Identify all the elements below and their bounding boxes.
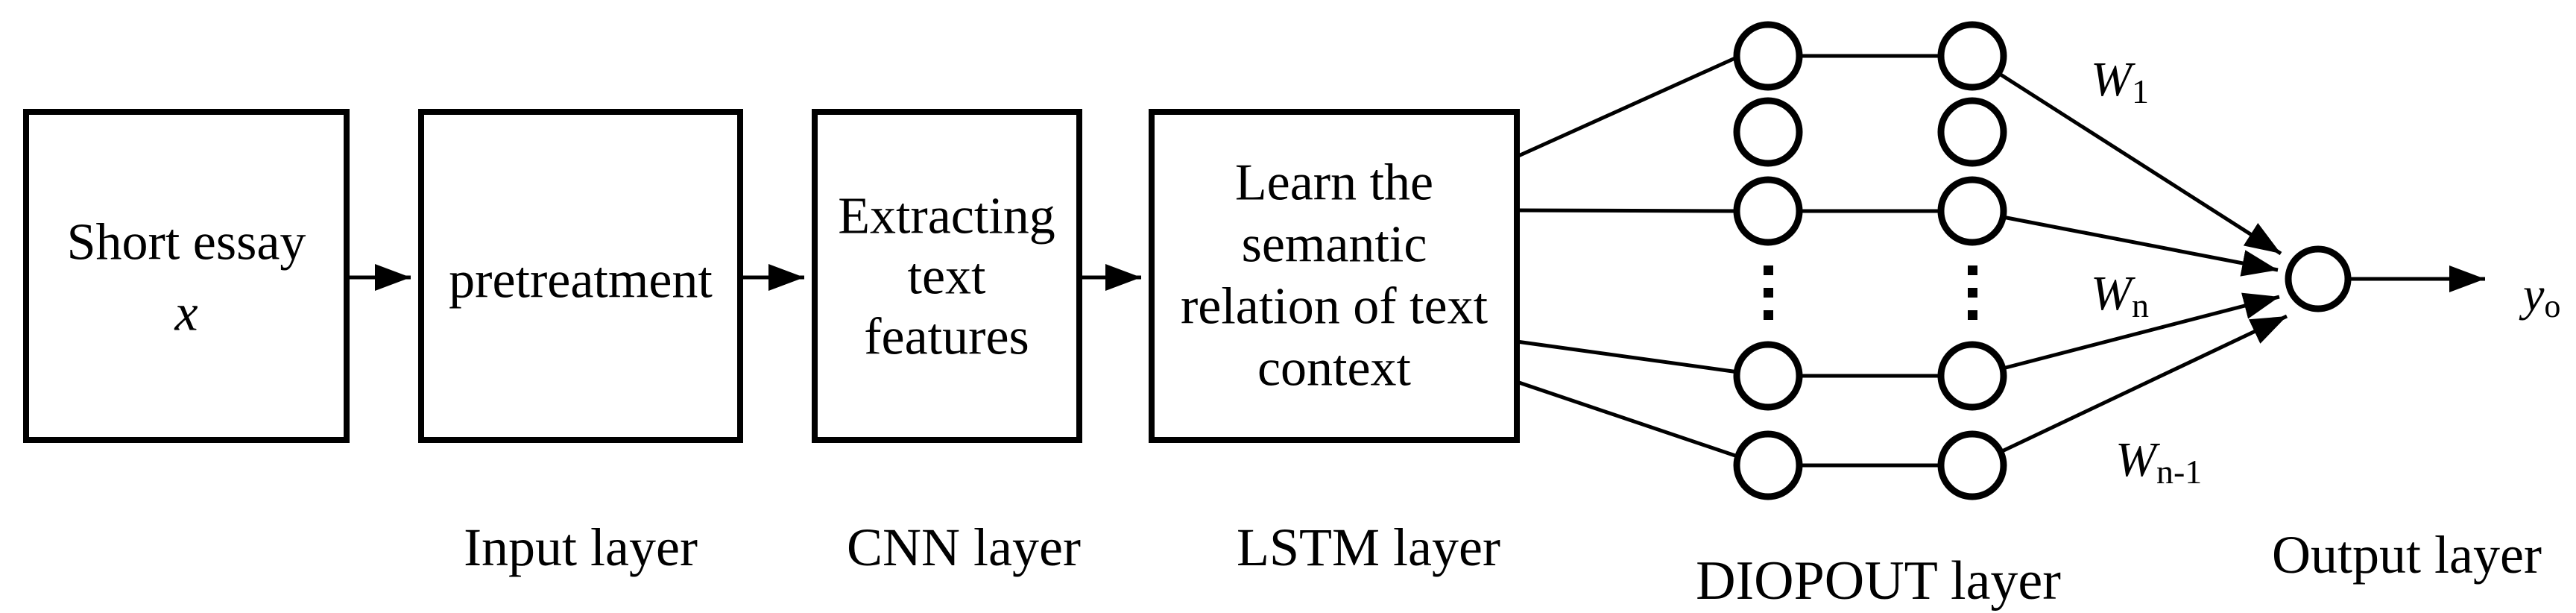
lstm-to-dropout-line-1 [1515, 55, 1738, 159]
short-essay-symbol-x: x [174, 285, 198, 342]
dropout-node-right-1 [1937, 21, 2007, 91]
dropout-to-output-arrow-3 [2002, 292, 2280, 371]
lstm-to-dropout-line-3 [1516, 339, 1739, 374]
weight-label-wn: Wn [2091, 266, 2149, 324]
dropout-node-right-3 [1937, 176, 2007, 246]
dropout-node-left-4 [1733, 341, 1803, 411]
lstm-box [1149, 109, 1520, 443]
label-lstm-layer: LSTM layer [1237, 518, 1500, 577]
weight-label-w1: W1 [2091, 52, 2149, 110]
cnn-text-line2: text [908, 248, 987, 306]
cnn-box [812, 109, 1082, 443]
lstm-text-line1: Learn the [1235, 154, 1433, 212]
ellipsis-dot [1764, 310, 1773, 320]
ellipsis-dot [1764, 265, 1773, 275]
lstm-to-dropout-line-2 [1516, 208, 1737, 213]
dropout-to-output-arrow-4 [1999, 314, 2288, 454]
dropout-node-right-5 [1937, 430, 2007, 500]
label-cnn-layer: CNN layer [847, 518, 1081, 577]
ellipsis-dot [1764, 288, 1773, 298]
dropout-node-right-4 [1937, 341, 2007, 411]
label-input-layer: Input layer [464, 518, 698, 577]
weight-label-wn-1: Wn-1 [2115, 433, 2202, 491]
ellipsis-dot [1968, 288, 1977, 298]
label-output-layer: Output layer [2272, 525, 2542, 585]
short-essay-box [23, 109, 350, 443]
pretreatment-box [418, 109, 743, 443]
dropout-node-left-3 [1733, 176, 1803, 246]
lstm-text-line3: relation of text [1181, 278, 1489, 336]
dropout-node-left-1 [1733, 21, 1803, 91]
short-essay-text-line1: Short essay [67, 214, 306, 271]
lstm-text-line4: context [1257, 340, 1412, 397]
label-dropout-layer: DIOPOUT layer [1696, 550, 2061, 612]
pretreatment-text: pretreatment [449, 252, 713, 309]
dropout-node-left-5 [1733, 430, 1803, 500]
dropout-to-output-arrow-1 [1997, 71, 2282, 256]
lstm-text-line2: semantic [1242, 216, 1427, 274]
dropout-to-output-arrow-2 [2002, 215, 2279, 277]
output-node [2285, 245, 2352, 312]
ellipsis-dot [1968, 265, 1977, 275]
lstm-to-dropout-line-4 [1516, 380, 1740, 459]
output-symbol-yo: yo [2519, 268, 2560, 324]
ellipsis-dot [1968, 310, 1977, 320]
cnn-text-line3: features [864, 309, 1029, 366]
dropout-node-right-2 [1937, 97, 2007, 167]
dropout-node-left-2 [1733, 97, 1803, 167]
cnn-text-line1: Extracting [838, 188, 1055, 245]
